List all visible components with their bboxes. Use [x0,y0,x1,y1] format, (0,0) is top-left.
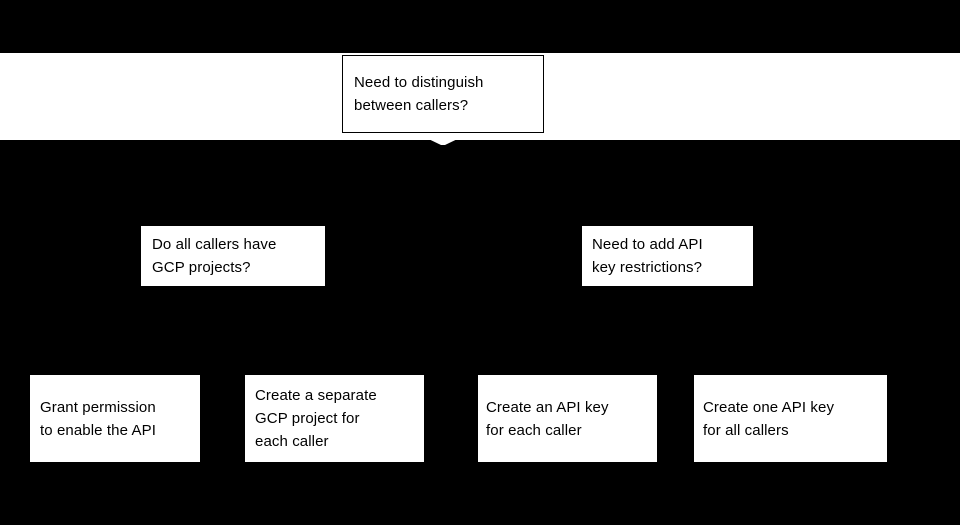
node-text-line: Create an API key [486,398,609,416]
node-create-an-api-key-for-each-caller[interactable]: Create an API key for each caller [478,375,657,462]
node-need-to-add-api-key-restrictions[interactable]: Need to add API key restrictions? [582,226,753,286]
node-text-line: Do all callers have [152,236,277,253]
node-need-to-distinguish-callers[interactable]: Need to distinguish between callers? [342,55,544,133]
node-text-line: each caller [255,433,329,450]
node-text-line: Create a separate [255,387,377,404]
node-text-line: Need to distinguish [354,74,484,91]
node-text-line: Create one API key [703,398,835,416]
node-text-line: GCP project for [255,410,360,427]
node-text-line: key restrictions? [592,259,703,276]
node-text-line: Need to add API [592,236,703,253]
node-text-line: GCP projects? [152,259,251,276]
node-grant-permission-to-enable-the-api[interactable]: Grant permission to enable the API [30,375,200,462]
node-text-line: to enable the API [40,421,156,439]
node-text-line: for each caller [486,421,582,439]
node-do-all-callers-have-gcp-projects[interactable]: Do all callers have GCP projects? [141,226,325,286]
node-create-one-api-key-for-all-callers[interactable]: Create one API key for all callers [694,375,887,462]
node-text-line: between callers? [354,97,469,114]
node-text-line: for all callers [703,421,789,439]
node-text-line: Grant permission [40,398,156,416]
node-create-a-separate-gcp-project-for-each-caller[interactable]: Create a separate GCP project for each c… [245,375,424,462]
